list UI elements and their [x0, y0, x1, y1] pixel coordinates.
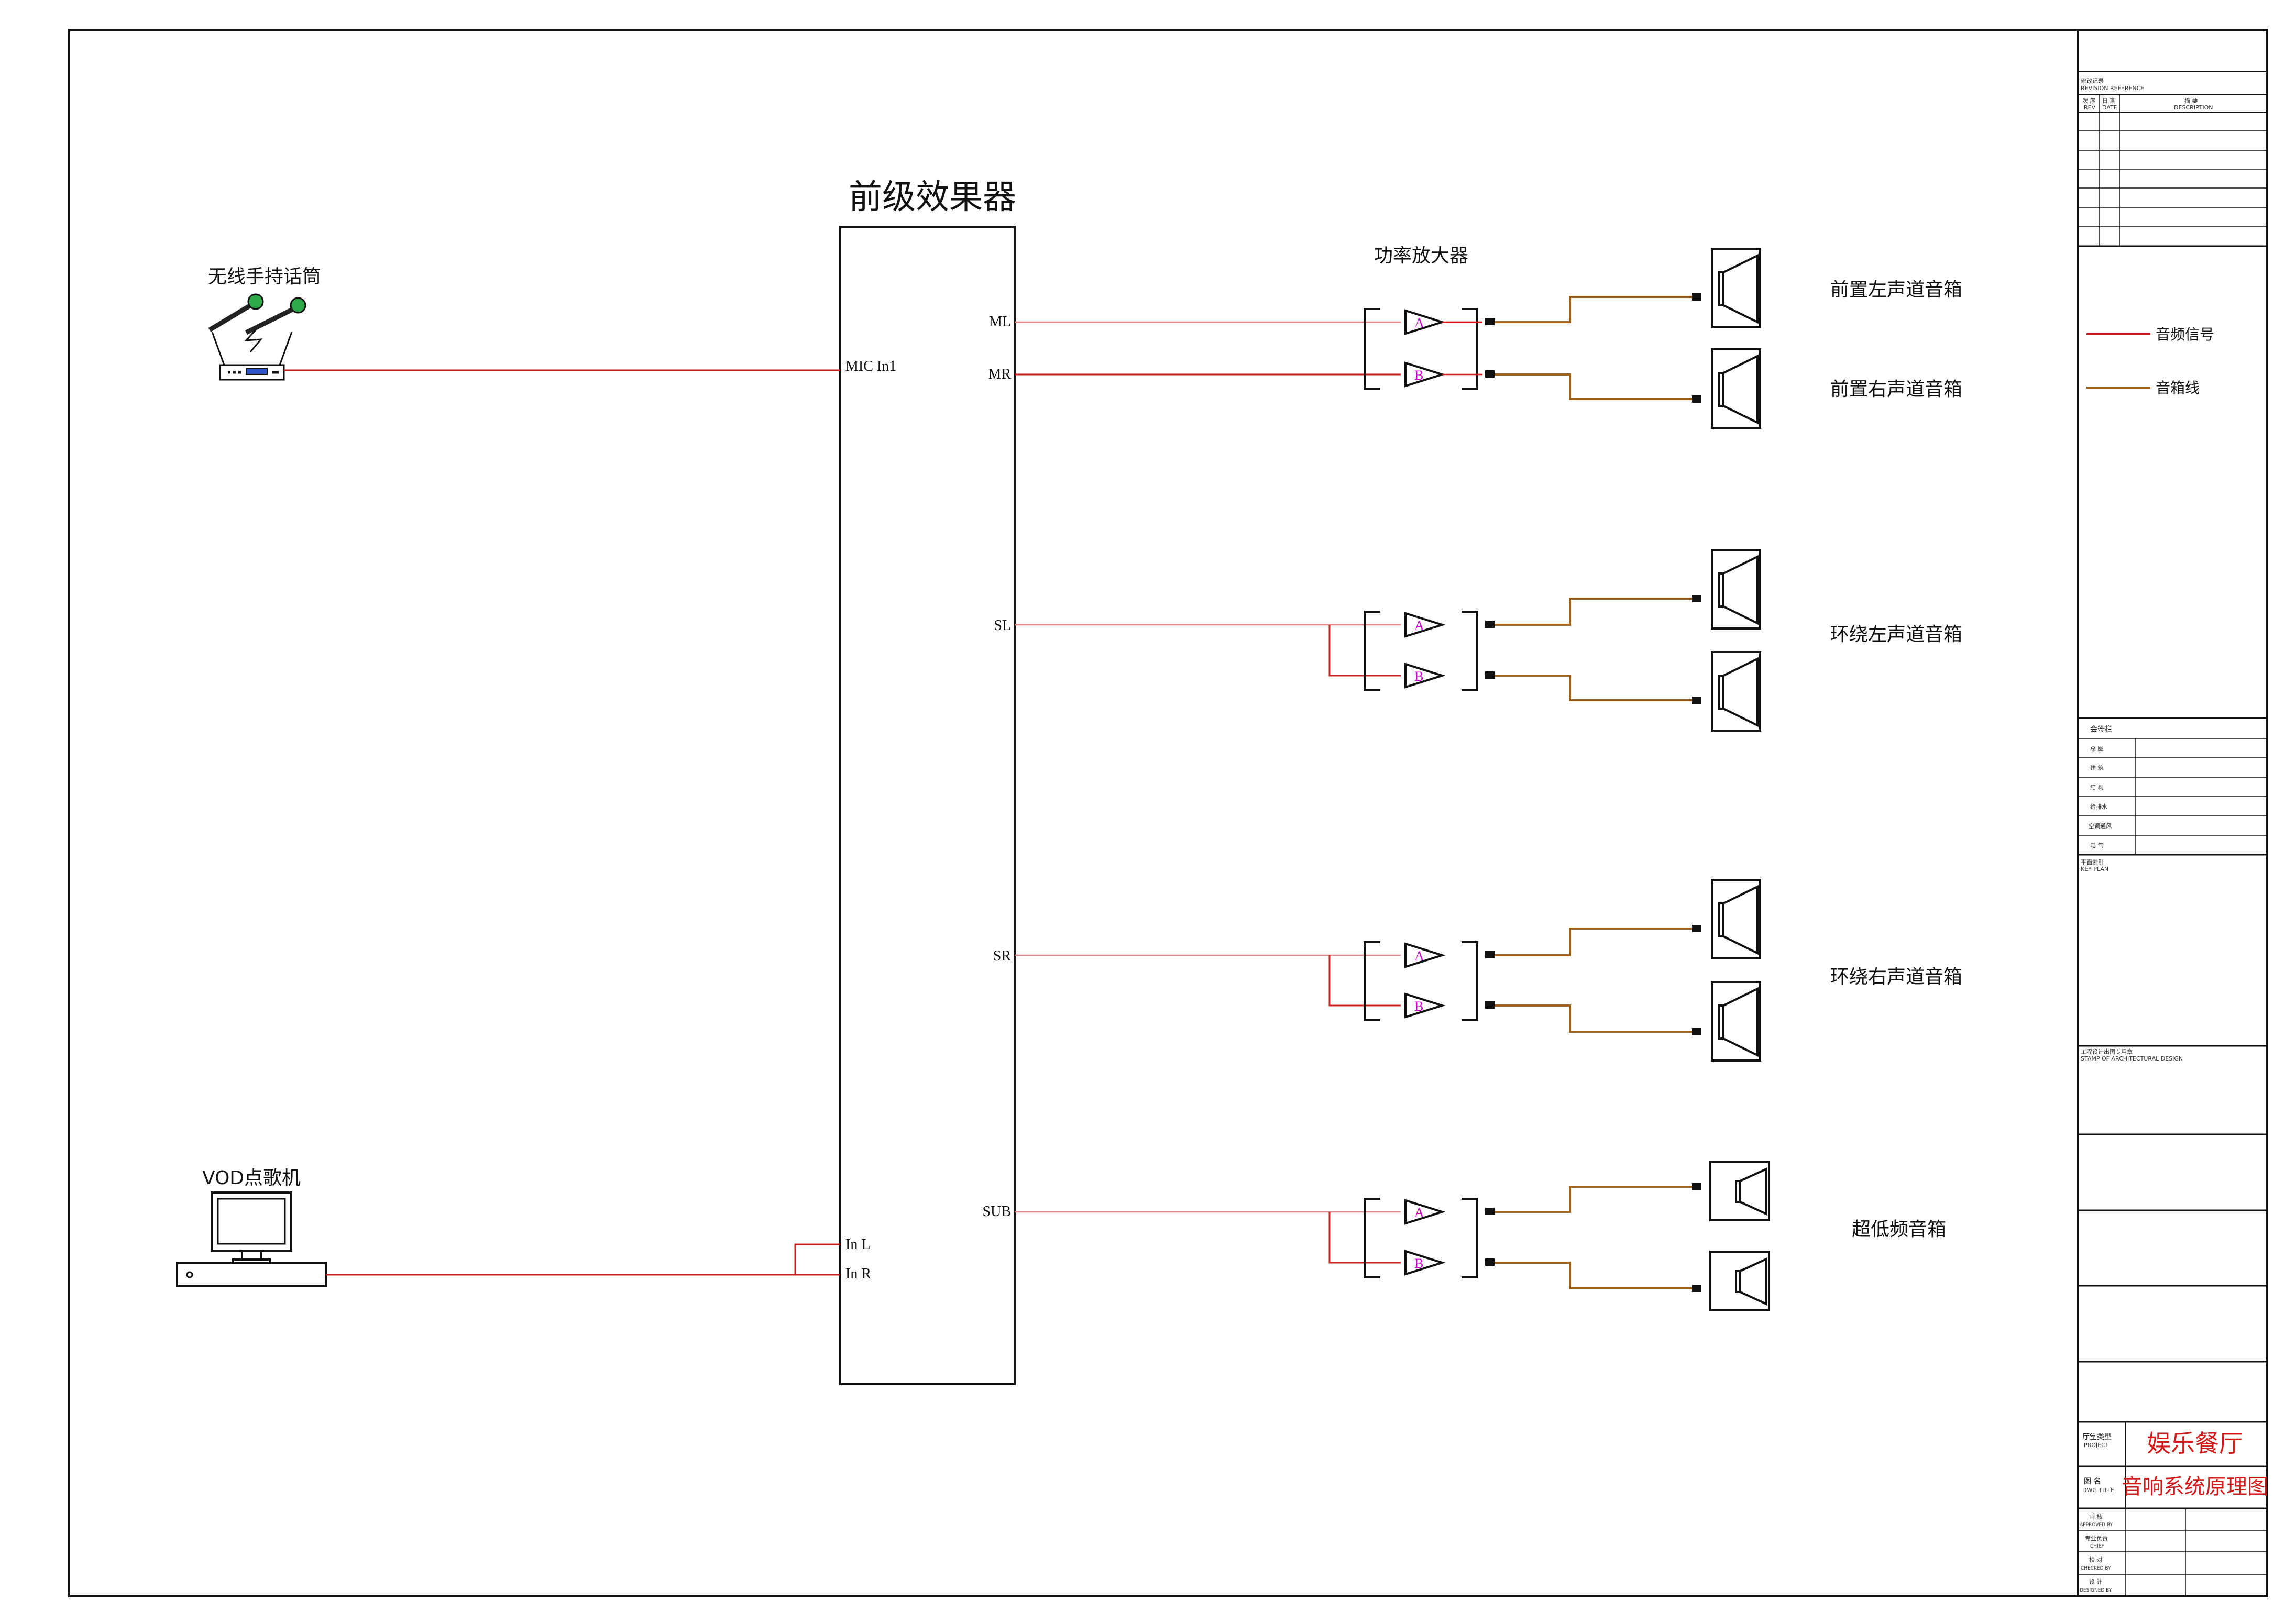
amplifier-group-surround-left: A B [1364, 611, 1478, 691]
revision-header-en: REVISION REFERENCE [2081, 85, 2144, 92]
approval-label: 校 对 [2089, 1556, 2103, 1563]
drawing-label-en: DWG TITLE [2082, 1487, 2114, 1494]
amp-channel-a: A [1414, 618, 1424, 633]
revision-header: 修改记录 [2081, 77, 2104, 84]
port-mic-in1: MIC In1 [845, 358, 896, 374]
amplifier-triangle-icon [1404, 612, 1446, 638]
amp-channel-b: B [1414, 999, 1423, 1014]
drawing-label: 图 名 [2084, 1477, 2101, 1486]
amp-bracket [1364, 308, 1478, 390]
port-in-r: In R [845, 1266, 871, 1282]
speaker-label-front-left: 前置左声道音箱 [1830, 279, 1962, 301]
project-name: 娱乐餐厅 [2147, 1429, 2243, 1458]
connectors [1485, 293, 1701, 1292]
amp-bracket [1364, 611, 1478, 691]
amp-bracket [1364, 941, 1478, 1021]
signoff-row: 建 筑 [2090, 764, 2104, 771]
signoff-row: 空调通风 [2089, 822, 2112, 830]
drawing-title: 音响系统原理图 [2122, 1475, 2268, 1499]
speaker-label-subwoofer: 超低频音箱 [1852, 1219, 1946, 1240]
input-signal-lines [284, 369, 840, 1276]
speaker-icon [1711, 879, 1761, 959]
processor-title: 前级效果器 [849, 178, 1016, 217]
amplifier-triangle-icon [1404, 942, 1446, 968]
mic-label: 无线手持话筒 [208, 266, 321, 288]
port-sr: SR [993, 948, 1012, 964]
signoff-header: 会签栏 [2090, 725, 2112, 734]
amplifier-triangle-icon [1404, 1250, 1446, 1276]
title-block [2077, 30, 2267, 1596]
stamp-label: 工程设计出图专用章 [2081, 1048, 2133, 1055]
signoff-row: 给排水 [2090, 803, 2107, 810]
speaker-icon [1711, 348, 1761, 429]
wireless-microphone-receiver-icon [208, 293, 306, 381]
subwoofer-icon [1709, 1251, 1770, 1311]
speaker-icon [1711, 248, 1761, 328]
processor-box [839, 226, 1016, 1385]
legend: 音频信号 音箱线 [2086, 326, 2214, 396]
approval-label: 设 计 [2089, 1578, 2103, 1585]
signoff-row: 电 气 [2090, 842, 2104, 849]
amp-bracket [1364, 1198, 1478, 1278]
speaker-wires [1493, 296, 1696, 1289]
approval-label: 专业负责 [2085, 1534, 2108, 1542]
key-plan-label: 平面索引 [2081, 858, 2104, 866]
amplifier-triangle-icon [1404, 992, 1446, 1019]
drawing-frame [68, 29, 2268, 1597]
speaker-label-surround-right: 环绕右声道音箱 [1830, 966, 1962, 988]
speaker-label-front-right: 前置右声道音箱 [1830, 379, 1962, 400]
vod-label: VOD点歌机 [202, 1167, 301, 1189]
amp-channel-a: A [1414, 315, 1424, 330]
speaker-icon [1711, 549, 1761, 630]
amplifier-title: 功率放大器 [1374, 245, 1468, 267]
speaker-icon [1711, 651, 1761, 732]
stamp-label-en: STAMP OF ARCHITECTURAL DESIGN [2081, 1055, 2183, 1062]
amplifier-group-surround-right: A B [1364, 941, 1478, 1021]
speaker-label-surround-left: 环绕左声道音箱 [1830, 624, 1962, 645]
signoff-row: 结 构 [2090, 783, 2104, 791]
amp-channel-b: B [1414, 1256, 1423, 1271]
desc-col-en: DESCRIPTION [2174, 104, 2213, 111]
project-label-en: PROJECT [2084, 1442, 2109, 1449]
approval-label-en: APPROVED BY [2080, 1522, 2113, 1528]
approval-label-en: CHIEF [2090, 1544, 2104, 1549]
port-ml: ML [989, 314, 1011, 330]
vod-computer-icon [176, 1191, 327, 1287]
date-col-en: DATE [2102, 104, 2117, 111]
subwoofer-icon [1709, 1161, 1770, 1221]
amplifier-triangle-icon [1404, 663, 1446, 689]
amplifier-triangle-icon [1404, 1199, 1446, 1225]
date-col: 日 期 [2102, 97, 2116, 104]
approval-label-en: CHECKED BY [2081, 1566, 2111, 1571]
legend-audio-signal: 音频信号 [2156, 326, 2214, 343]
project-label: 厅堂类型 [2082, 1433, 2112, 1441]
approval-label-en: DESIGNED BY [2080, 1588, 2112, 1593]
key-plan-label-en: KEY PLAN [2081, 866, 2108, 873]
amp-channel-a: A [1414, 948, 1424, 964]
amplifier-triangle-icon [1404, 309, 1446, 335]
port-sub: SUB [983, 1204, 1011, 1220]
legend-speaker-wire: 音箱线 [2156, 379, 2200, 396]
rev-col-en: REV [2084, 104, 2096, 111]
signoff-row: 总 图 [2090, 745, 2104, 752]
amplifier-group-front: A B [1364, 308, 1482, 390]
speaker-icon [1711, 981, 1761, 1062]
rev-col: 次 序 [2082, 97, 2096, 104]
amp-channel-b: B [1414, 669, 1423, 684]
port-in-l: In L [845, 1236, 870, 1253]
amplifier-group-sub: A B [1364, 1198, 1478, 1278]
port-mr: MR [988, 366, 1011, 382]
amp-channel-b: B [1414, 368, 1423, 383]
port-sl: SL [994, 617, 1011, 634]
approval-label: 审 核 [2089, 1513, 2103, 1520]
amplifier-triangle-icon [1404, 361, 1446, 388]
amp-channel-a: A [1414, 1205, 1424, 1220]
output-signal-lines [1015, 321, 1401, 1264]
desc-col: 摘 要 [2184, 97, 2198, 104]
